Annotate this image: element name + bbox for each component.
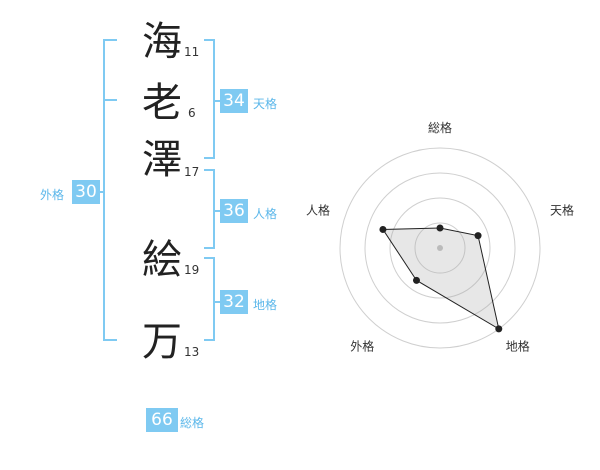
- radar-ring: [364, 172, 516, 324]
- chikaku-label: 地格: [253, 298, 278, 312]
- tenkaku-bracket: [204, 39, 215, 159]
- name-char-1: 海: [142, 19, 182, 65]
- stroke-count-4: 19: [184, 263, 200, 277]
- radar-point-1: [436, 224, 444, 232]
- name-char-4: 絵: [142, 237, 182, 283]
- gaikaku-label: 外格: [40, 188, 65, 202]
- radar-polygon: [382, 227, 500, 330]
- chikaku-bracket: [204, 257, 215, 341]
- gaikaku-badge: 30: [72, 180, 100, 204]
- stroke-count-5: 13: [184, 345, 200, 359]
- stroke-count-1: 11: [184, 45, 200, 59]
- radar-ring: [414, 222, 466, 274]
- jinkaku-badge: 36: [220, 199, 248, 223]
- radar-axis-label-4: 外格: [350, 339, 374, 354]
- gaikaku-bracket: [103, 39, 117, 341]
- radar-point-5: [379, 225, 387, 233]
- radar-point-2: [474, 232, 482, 240]
- radar-axis-label-1: 総格: [428, 120, 452, 135]
- chikaku-badge: 32: [220, 290, 248, 314]
- jinkaku-bracket: [204, 169, 215, 249]
- tenkaku-badge: 34: [220, 89, 248, 113]
- name-char-5: 万: [142, 319, 182, 365]
- tenkaku-label: 天格: [253, 97, 278, 111]
- soukaku-label: 総格: [180, 416, 205, 430]
- name-char-3: 澤: [142, 137, 182, 183]
- stroke-count-2: 6: [188, 106, 196, 120]
- radar-center: [437, 245, 443, 251]
- radar-point-4: [412, 276, 420, 284]
- radar-axis-label-2: 天格: [550, 202, 574, 217]
- stroke-count-3: 17: [184, 165, 200, 179]
- radar-axis-label-3: 地格: [506, 339, 530, 354]
- radar-point-3: [495, 325, 503, 333]
- radar-ring: [389, 197, 491, 299]
- name-char-2: 老: [142, 80, 182, 126]
- radar-axis-label-5: 人格: [306, 202, 330, 217]
- jinkaku-label: 人格: [253, 207, 278, 221]
- soukaku-badge: 66: [146, 408, 178, 432]
